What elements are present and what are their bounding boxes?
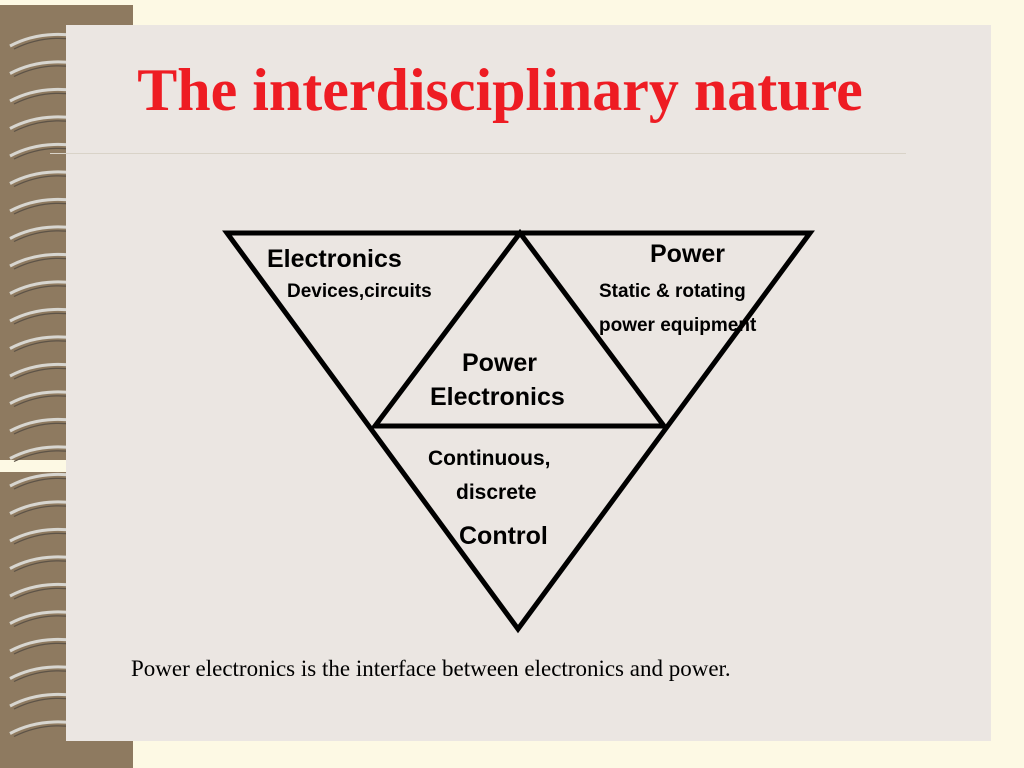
control-heading: Control <box>459 522 548 550</box>
electronics-heading: Electronics <box>267 245 402 273</box>
title-divider <box>50 153 906 154</box>
center-label-line1: Power <box>462 349 538 377</box>
control-detail-line2: discrete <box>456 481 537 504</box>
power-detail-line1: Static & rotating <box>599 281 746 302</box>
power-detail-line2: power equipment <box>599 315 757 336</box>
center-label-line2: Electronics <box>430 383 565 411</box>
power-heading: Power <box>650 240 726 268</box>
control-detail-line1: Continuous, <box>428 447 551 470</box>
slide-caption: Power electronics is the interface betwe… <box>131 656 731 681</box>
slide-title: The interdisciplinary nature <box>137 57 863 123</box>
electronics-detail: Devices,circuits <box>287 281 432 302</box>
slide-panel <box>66 25 991 741</box>
inner-triangle <box>369 228 669 429</box>
